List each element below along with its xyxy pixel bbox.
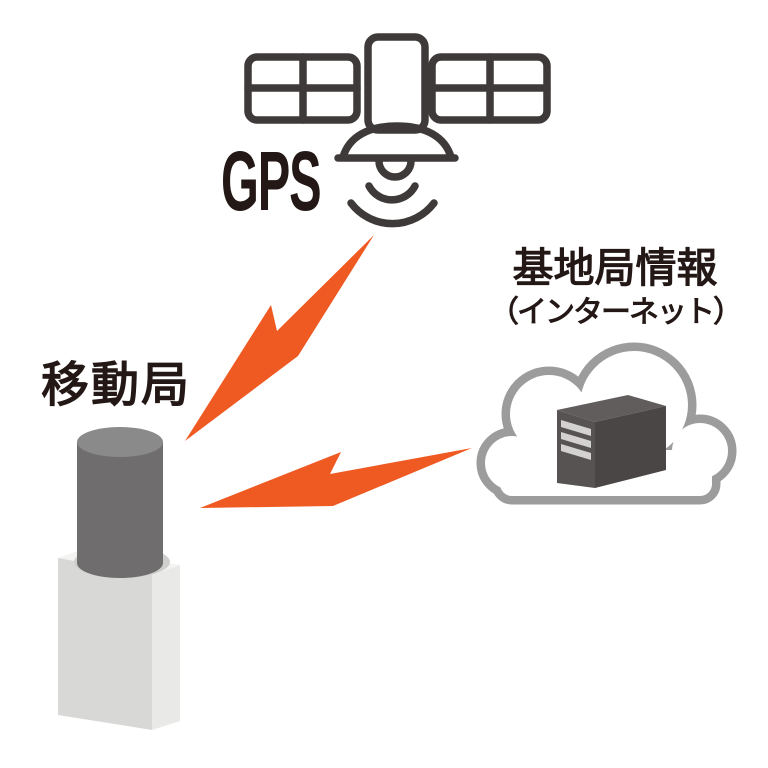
gps-label: GPS <box>221 134 322 228</box>
satellite-body <box>364 33 429 134</box>
satellite-icon <box>244 33 551 228</box>
base-station-label-block: 基地局情報 （インターネット） <box>454 248 768 328</box>
satellite-right-panel <box>428 53 551 124</box>
server-vents <box>561 420 591 460</box>
satellite-signal-waves-icon <box>347 182 438 228</box>
mobile-station-label: 移動局 <box>41 359 192 412</box>
antenna-cylinder <box>77 442 163 578</box>
server-icon <box>557 395 666 488</box>
lightning-bolt-internet-link <box>200 448 472 508</box>
receiver-base-side <box>152 565 180 730</box>
receiver-base-front <box>58 558 152 730</box>
gnss-receiver-icon <box>58 427 180 730</box>
satellite-feed-horn <box>375 157 415 181</box>
base-station-subtitle: （インターネット） <box>489 296 743 329</box>
satellite-left-panel <box>244 53 361 124</box>
lightning-bolt-gps-link <box>185 235 374 441</box>
satellite-dish <box>334 122 459 181</box>
base-station-title: 基地局情報 <box>512 245 718 291</box>
server-front-face <box>595 406 666 488</box>
server-top-face <box>557 395 666 422</box>
antenna-cylinder-top <box>77 427 163 457</box>
